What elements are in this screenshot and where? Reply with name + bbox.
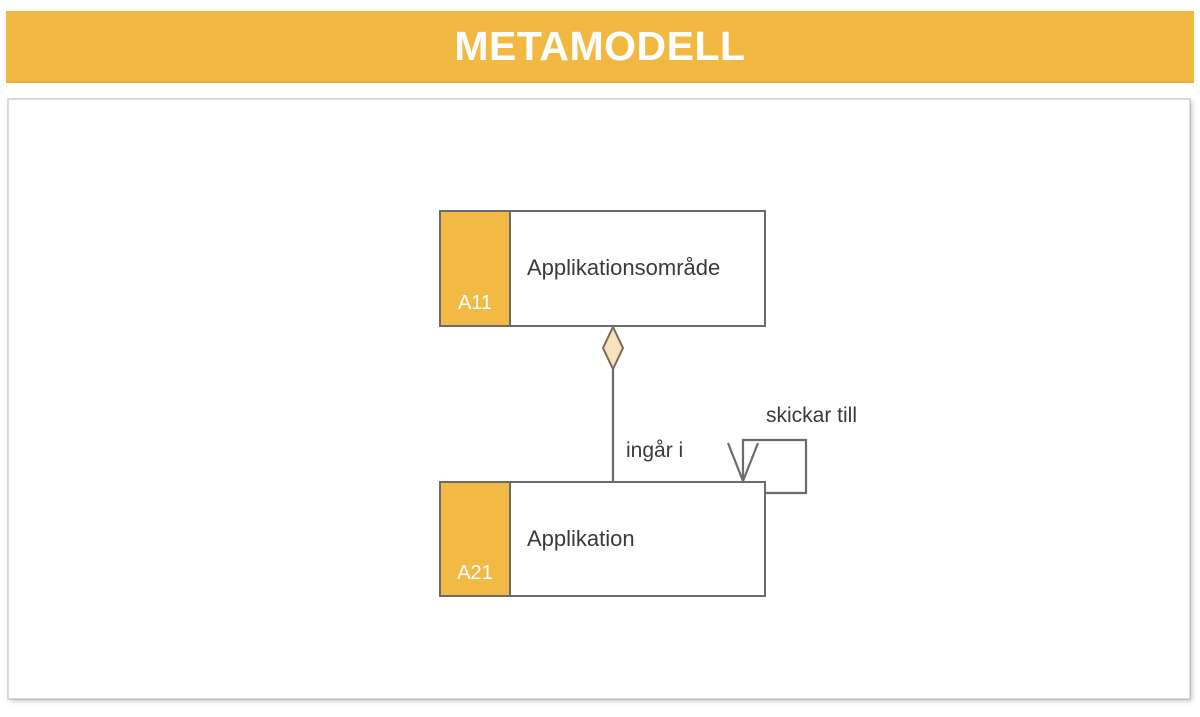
edge-label-ingar-i: ingår i: [626, 439, 684, 462]
class-name-label: Applikationsområde: [527, 255, 721, 281]
class-box-applikation[interactable]: A21 Applikation: [439, 481, 766, 597]
edge-label-skickar-till: skickar till: [766, 404, 858, 427]
class-name-area: Applikation: [511, 483, 764, 595]
page-title: METAMODELL: [454, 22, 746, 69]
title-bar: METAMODELL: [6, 11, 1194, 83]
class-code-label: A11: [457, 292, 493, 314]
class-name-label: Applikation: [527, 525, 635, 551]
class-code-strip: A21: [441, 483, 511, 595]
self-association-loop: [741, 438, 808, 495]
class-box-applikationsomrade[interactable]: A11 Applikationsområde: [439, 210, 766, 327]
content-panel: A11 Applikationsområde A21 Applikation i…: [8, 99, 1190, 699]
class-code-label: A21: [457, 562, 493, 584]
class-code-strip: A11: [441, 212, 511, 325]
class-name-area: Applikationsområde: [511, 212, 764, 325]
diagram-connectors: [601, 324, 808, 495]
uml-class-diagram: A11 Applikationsområde A21 Applikation i…: [9, 100, 1191, 700]
aggregation-diamond-icon: [601, 324, 625, 372]
